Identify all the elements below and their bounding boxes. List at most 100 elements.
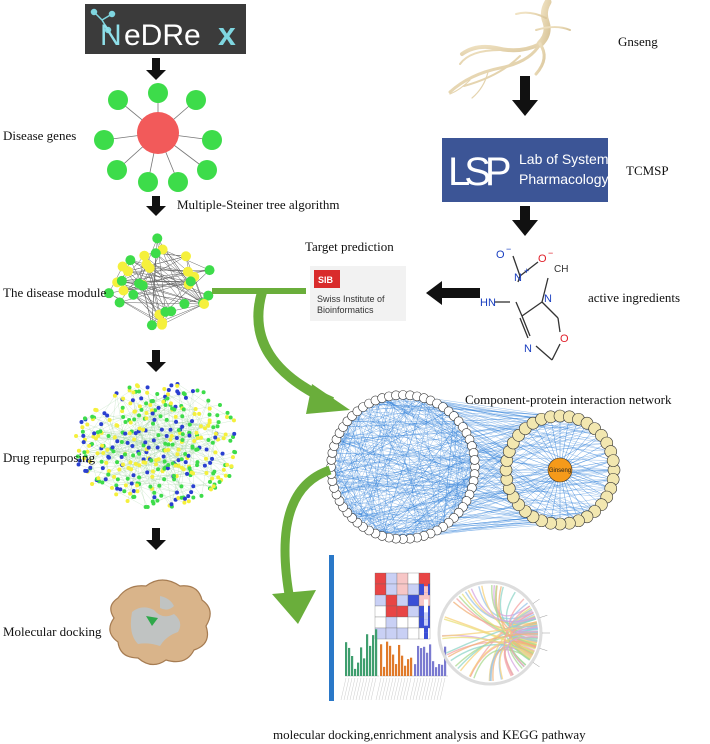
bar (441, 664, 444, 676)
edge (331, 459, 595, 512)
module-node (204, 265, 215, 276)
bar (354, 668, 357, 676)
edge (339, 479, 507, 502)
drug-node (120, 409, 125, 414)
drug-node (208, 460, 213, 465)
green-flow-arrow (212, 288, 350, 414)
drug-node (93, 407, 98, 412)
drug-node (135, 489, 140, 494)
bar-label-tick (384, 677, 391, 701)
edge (442, 406, 615, 471)
down-arrow-3 (146, 350, 166, 372)
drug-node (183, 395, 188, 400)
edge (362, 487, 472, 528)
bar-label-tick (378, 677, 385, 701)
drug-node (211, 425, 216, 430)
heatmap-cell (407, 605, 420, 618)
drug-node (112, 435, 117, 440)
bar (372, 635, 375, 676)
edge (333, 416, 353, 488)
gene-node (138, 172, 158, 192)
edge (388, 426, 464, 538)
gene-node (148, 83, 168, 103)
drug-node (170, 406, 175, 411)
drug-node (149, 458, 154, 463)
edge (143, 429, 219, 478)
edge (170, 403, 228, 465)
drug-node (181, 391, 186, 396)
chord-link (458, 595, 537, 646)
drug-node (190, 389, 195, 394)
drug-node (175, 452, 180, 457)
label-active-ingredients: active ingredients (588, 290, 680, 305)
drug-node (161, 454, 166, 459)
drug-node (212, 469, 217, 474)
drug-node (154, 462, 159, 467)
heatmap-scale (424, 606, 428, 613)
module-node (139, 250, 150, 261)
edge (442, 416, 455, 527)
edge (142, 284, 153, 326)
drug-node (175, 383, 180, 388)
chord-link (444, 616, 535, 653)
hub-node (137, 112, 179, 154)
drug-node (204, 471, 209, 476)
edge (204, 428, 226, 435)
heatmap-scale (424, 592, 428, 600)
drug-node (155, 498, 160, 503)
panel-accent-bar (329, 555, 334, 701)
edge (333, 446, 358, 523)
drug-node (123, 431, 128, 436)
edge (402, 394, 418, 538)
atom-n-plus: + (524, 266, 529, 276)
drug-node (137, 463, 142, 468)
drug-node (195, 436, 200, 441)
bar (398, 644, 401, 676)
drug-node (162, 459, 167, 464)
chord-link (511, 640, 537, 656)
drug-node (145, 385, 150, 390)
drug-node (87, 443, 92, 448)
heatmap-cell (385, 616, 398, 629)
drug-node (77, 458, 82, 463)
down-arrow-2 (146, 196, 166, 216)
label-ginseng: Gnseng (618, 34, 658, 49)
edge (81, 421, 182, 460)
edge (93, 417, 188, 459)
drug-node (118, 487, 123, 492)
drug-node (216, 475, 221, 480)
drug-node (199, 435, 204, 440)
bar (444, 646, 447, 676)
drug-node (231, 434, 236, 439)
drug-node (170, 461, 175, 466)
lsp-logo-bg (442, 138, 608, 202)
edge (382, 397, 588, 517)
edge (77, 418, 145, 457)
drug-node (179, 457, 184, 462)
drug-node (156, 405, 161, 410)
ginseng-root-image (448, 0, 571, 99)
drug-node (109, 485, 114, 490)
edge (87, 430, 146, 461)
edge (82, 427, 128, 443)
edge (112, 447, 173, 464)
drug-node (105, 447, 110, 452)
gene-node (202, 130, 222, 150)
edge (430, 400, 476, 468)
heatmap-scale (424, 632, 428, 639)
drug-node (81, 456, 86, 461)
heatmap-cell (396, 583, 409, 596)
edge (152, 408, 196, 477)
drug-node (111, 449, 116, 454)
atom-o-right-minus: − (548, 248, 553, 258)
drug-node (180, 414, 185, 419)
heatmap-cell (385, 594, 398, 607)
heatmap-cell (374, 605, 387, 618)
edge (104, 413, 134, 498)
edge (96, 421, 126, 481)
edge (333, 395, 397, 488)
drug-node (149, 408, 154, 413)
green-flow-arrow-2 (272, 465, 332, 624)
atom-o-left: O (496, 249, 505, 261)
edge (331, 459, 370, 531)
